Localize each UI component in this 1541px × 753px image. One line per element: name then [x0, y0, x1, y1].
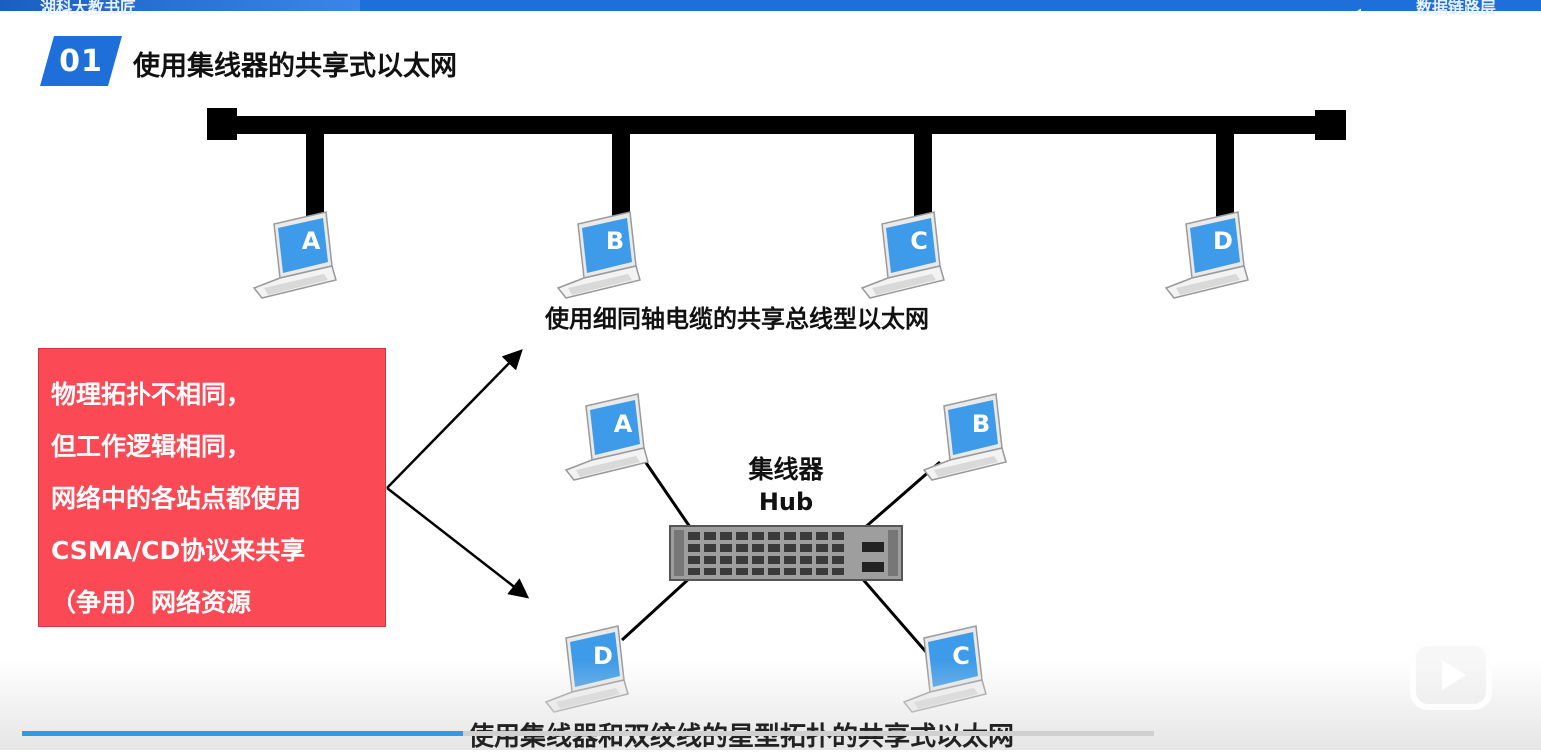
- note-box: 物理拓扑不相同， 但工作逻辑相同， 网络中的各站点都使用 CSMA/CD协议来共…: [38, 348, 386, 627]
- arrow-to-star: [386, 487, 530, 599]
- bus-laptop-a: [253, 211, 337, 299]
- note-line-4: CSMA/CD协议来共享: [51, 536, 306, 565]
- bus-node-label-a: A: [302, 227, 321, 255]
- hub-label-cn: 集线器: [748, 455, 824, 484]
- star-cable-d: [620, 574, 694, 642]
- arrow-to-bus: [386, 349, 523, 489]
- bus-node-label-c: C: [910, 227, 928, 255]
- top-banner-left: [0, 0, 360, 11]
- star-laptop-a: [565, 393, 649, 481]
- progress-track[interactable]: [22, 731, 1154, 736]
- star-node-label-a: A: [614, 410, 633, 438]
- bus-terminator-left: [207, 108, 237, 140]
- star-node-label-b: B: [972, 410, 990, 438]
- note-line-3: 网络中的各站点都使用: [51, 484, 302, 513]
- bus-drop-a: [306, 130, 324, 222]
- play-button[interactable]: [1410, 627, 1492, 710]
- bus-laptop-c: [861, 211, 945, 299]
- star-laptop-b: [923, 393, 1007, 481]
- bus-drop-b: [612, 130, 630, 222]
- bus-laptop-b: [557, 211, 641, 299]
- note-line-2: 但工作逻辑相同，: [51, 432, 252, 461]
- star-cable-a: [638, 453, 694, 531]
- star-caption: 使用集线器和双绞线的星型拓扑的共享式以太网: [468, 722, 1015, 752]
- bus-node-label-b: B: [606, 227, 624, 255]
- bus-caption: 使用细同轴电缆的共享总线型以太网: [545, 305, 929, 333]
- play-icon: [1442, 660, 1466, 690]
- progress-fill[interactable]: [22, 731, 464, 736]
- section-title: 使用集线器的共享式以太网: [133, 51, 457, 82]
- bus-drop-d: [1216, 130, 1234, 222]
- bus-laptop-d: [1165, 211, 1249, 299]
- header-left-text: 湖科大教书匠: [40, 0, 137, 17]
- bus-node-label-d: D: [1213, 227, 1233, 255]
- bus-drop-c: [914, 130, 932, 222]
- note-line-1: 物理拓扑不相同，: [51, 380, 252, 409]
- section-number-badge: 01: [40, 36, 122, 86]
- note-line-5: （争用）网络资源: [51, 588, 252, 617]
- bus-terminator-right: [1315, 110, 1346, 140]
- top-banner: 湖科大教书匠 数据链路层: [0, 0, 1541, 17]
- header-right-text: 数据链路层: [1416, 0, 1497, 17]
- hub-label-en: Hub: [758, 488, 814, 516]
- hub-device: [669, 525, 903, 581]
- coax-bus-cable: [208, 116, 1346, 134]
